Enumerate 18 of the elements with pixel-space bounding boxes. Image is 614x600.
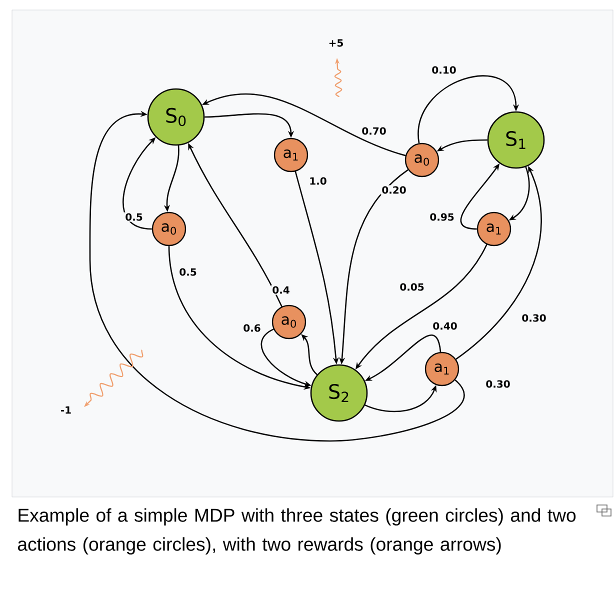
- edge-label: 0.6: [242, 323, 262, 333]
- edge-label: 0.5: [124, 212, 144, 222]
- edge-label: 0.40: [432, 321, 458, 331]
- edge-label: 1.0: [308, 176, 328, 186]
- arrow: [89, 110, 464, 442]
- reward-label: -1: [61, 406, 71, 414]
- edge-label: 0.30: [484, 379, 512, 389]
- edge-label: 0.4: [271, 285, 291, 295]
- edge-label: 0.20: [380, 185, 408, 195]
- edge-label: 0.95: [428, 212, 456, 222]
- edge-label: 0.70: [360, 126, 388, 136]
- edge-label: 0.05: [398, 282, 426, 292]
- edge-label: 0.5: [178, 267, 198, 277]
- caption: Example of a simple MDP with three states (green circles) and two actions (orange circles), with two rewards (orange arrows): [18, 508, 576, 555]
- arrow: [418, 75, 520, 144]
- reward-label: +5: [329, 39, 343, 47]
- edge-label: 0.30: [520, 313, 548, 323]
- edge-label: 0.10: [430, 65, 458, 75]
